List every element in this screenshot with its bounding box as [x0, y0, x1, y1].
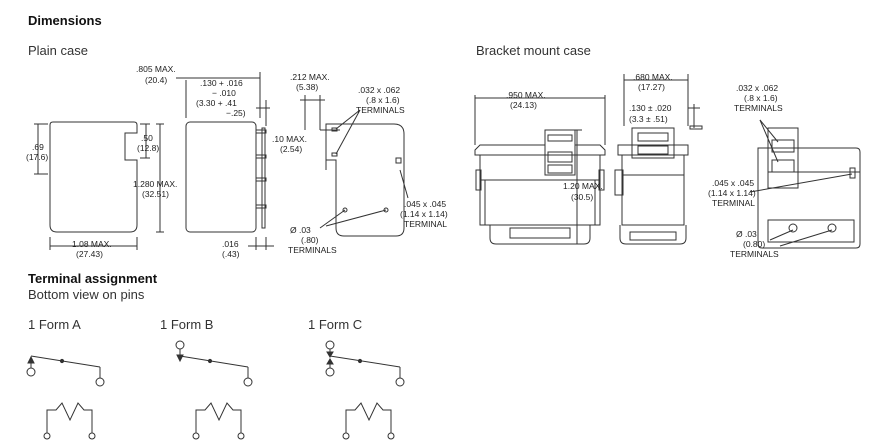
dim-108-mm: (27.43)	[76, 249, 103, 259]
dim-130-line2: − .010	[212, 88, 236, 98]
dim-130-line1: .130 + .016	[200, 78, 243, 88]
plain-case-pin-view	[300, 95, 408, 236]
dim-dia-03: Ø .03	[290, 225, 311, 235]
dim-680: .680 MAX.	[633, 72, 673, 82]
dim-120: 1.20 MAX.	[563, 181, 603, 191]
dim-bracket-terminal-size: .032 x .062	[736, 83, 779, 93]
dim-10-mm: (2.54)	[280, 144, 303, 154]
dim-bracket-045-mm: (1.14 x 1.14)	[708, 188, 756, 198]
dim-1280: 1.280 MAX.	[133, 179, 178, 189]
dim-130-bracket-mm: (3.3 ± .51)	[629, 114, 668, 124]
dim-212-mm: (5.38)	[296, 82, 319, 92]
dim-bracket-dia-03: Ø .03	[736, 229, 757, 239]
dim-950: .950 MAX.	[506, 90, 546, 100]
dim-680-mm: (17.27)	[638, 82, 665, 92]
form-a-schematic	[27, 356, 104, 439]
dim-950-mm: (24.13)	[510, 100, 537, 110]
dim-69-mm: (17.6)	[26, 152, 49, 162]
dim-805: .805 MAX.	[136, 64, 176, 74]
dim-bracket-045-terminal: TERMINAL	[712, 198, 755, 208]
dim-terminal-size-mm: (.8 x 1.6)	[366, 95, 400, 105]
dim-016-mm: (.43)	[222, 249, 240, 259]
bracket-case-front-view	[475, 95, 605, 244]
form-c-label: 1 Form C	[308, 317, 363, 332]
dim-108: 1.08 MAX.	[72, 239, 112, 249]
form-b-label: 1 Form B	[160, 317, 214, 332]
terminal-assignment-subtitle: Bottom view on pins	[28, 287, 145, 302]
dim-terminal-size: .032 x .062	[358, 85, 401, 95]
plain-case-title: Plain case	[28, 43, 88, 58]
dim-bracket-terminals-label: TERMINALS	[734, 103, 783, 113]
dim-045-mm: (1.14 x 1.14)	[400, 209, 448, 219]
dim-dia-03-mm: (.80)	[301, 235, 319, 245]
bracket-case-pin-view	[750, 120, 860, 248]
dim-805-mm: (20.4)	[145, 75, 168, 85]
dim-045-terminal: TERMINAL	[404, 219, 447, 229]
dim-bracket-dia-terminals: TERMINALS	[730, 249, 779, 259]
form-b-schematic	[176, 341, 252, 439]
dim-50-mm: (12.8)	[137, 143, 160, 153]
dim-bracket-045: .045 x .045	[712, 178, 755, 188]
dim-212: .212 MAX.	[290, 72, 330, 82]
dim-1280-mm: (32.51)	[142, 189, 169, 199]
dim-130-line3: (3.30 + .41	[196, 98, 237, 108]
dim-69: .69	[32, 142, 44, 152]
dim-045: .045 x .045	[404, 199, 447, 209]
dim-10: .10 MAX.	[272, 134, 307, 144]
form-c-schematic	[326, 341, 404, 439]
plain-case-front-view	[34, 122, 164, 250]
dim-bracket-terminal-size-mm: (.8 x 1.6)	[744, 93, 778, 103]
dim-120-mm: (30.5)	[571, 192, 594, 202]
section-heading-dimensions: Dimensions	[28, 13, 102, 28]
dim-bracket-dia-03-mm: (0.80)	[743, 239, 766, 249]
dim-dia-terminals: TERMINALS	[288, 245, 337, 255]
plain-case-side-view	[176, 72, 274, 250]
form-a-label: 1 Form A	[28, 317, 81, 332]
dim-130-bracket: .130 ± .020	[629, 103, 672, 113]
dim-130-line4: −.25)	[226, 108, 246, 118]
bracket-case-side-view	[615, 74, 702, 244]
terminal-assignment-heading: Terminal assignment	[28, 271, 158, 286]
dim-terminals-label: TERMINALS	[356, 105, 405, 115]
dim-50: .50	[141, 133, 153, 143]
dim-016: .016	[222, 239, 239, 249]
bracket-case-title: Bracket mount case	[476, 43, 591, 58]
